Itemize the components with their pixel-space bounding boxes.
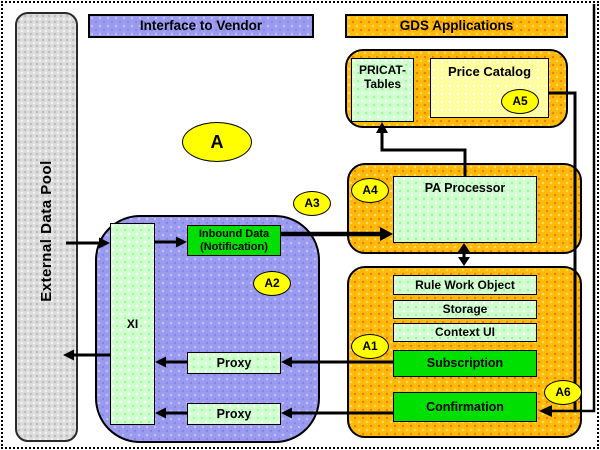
confirmation-node: Confirmation (393, 392, 537, 422)
xi-node: XI (110, 223, 155, 425)
badge-a1: A1 (351, 334, 389, 359)
xi-label: XI (126, 317, 139, 331)
rule-work-object-node: Rule Work Object (393, 275, 537, 295)
subscription-node: Subscription (393, 350, 537, 377)
storage-node: Storage (393, 300, 537, 319)
gds-applications-header: GDS Applications (345, 14, 568, 38)
pricat-label-line1: PRICAT- (358, 63, 407, 77)
pricat-label-line2: Tables (363, 77, 402, 91)
inbound-data-label-line2: (Notification) (200, 241, 268, 253)
inbound-data-label-line1: Inbound Data (198, 228, 270, 240)
badge-a2: A2 (253, 271, 291, 296)
pa-processor-node: PA Processor (393, 176, 537, 243)
badge-a: A (182, 122, 252, 162)
inbound-data-node: Inbound Data (Notification) (187, 225, 281, 256)
badge-a6: A6 (544, 380, 582, 405)
context-ui-node: Context UI (393, 323, 537, 342)
badge-a4: A4 (351, 178, 389, 203)
interface-to-vendor-header: Interface to Vendor (88, 14, 314, 38)
proxy-upper-node: Proxy (187, 352, 281, 374)
badge-a5: A5 (501, 89, 539, 114)
proxy-lower-node: Proxy (187, 403, 281, 425)
external-data-pool: External Data Pool (15, 12, 78, 442)
pricat-tables-node: PRICAT- Tables (351, 58, 414, 122)
badge-a3: A3 (293, 191, 331, 216)
external-data-pool-label: External Data Pool (38, 160, 55, 302)
